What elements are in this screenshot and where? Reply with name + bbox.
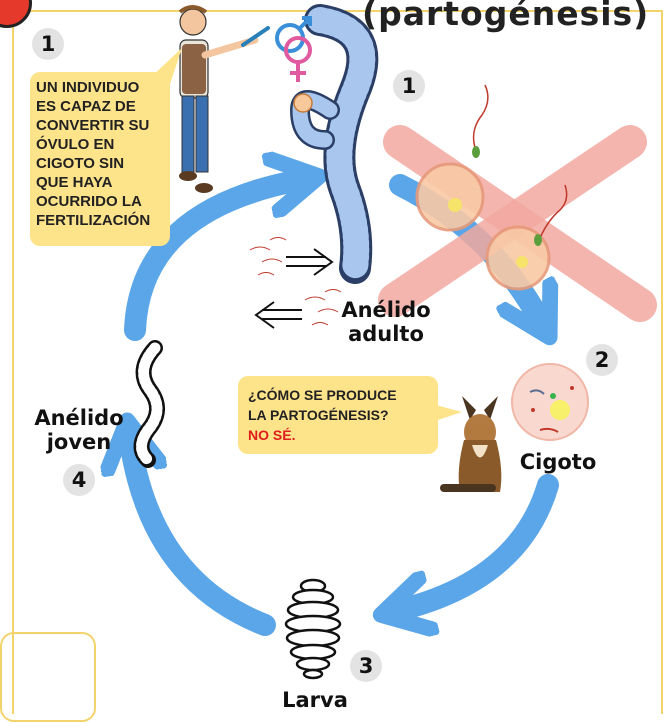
bubble-line: FERTILIZACIÓN [36,212,151,229]
dog-bubble-line-2: LA PARTOGÉNESIS? [248,407,389,423]
step-number-2: 2 [586,344,618,376]
sperm-group-left [249,237,287,276]
arrow-zygote-to-larva [400,474,559,610]
label-young-line1: Anélido [34,406,124,430]
arrow-larva-to-young [130,440,276,636]
frame-left-line [12,10,14,714]
young-annelid-illustration [133,340,165,468]
dog-illustration [440,396,502,492]
frame-right-line [661,10,663,714]
label-young-line2: joven [46,430,112,454]
larva-illustration [284,578,342,680]
bubble-line: CONVERTIR SU [36,117,150,134]
page-title: (partogénesis) [362,0,650,33]
arrow-young-to-adult [124,180,300,341]
bubble-line: QUE HAYA [36,174,113,191]
step-number-top-left: 1 [32,28,64,60]
adult-annelid-illustration [289,4,379,284]
label-adult-line2: adulto [348,322,424,346]
bubble-line: UN INDIVIDUO [36,79,140,96]
bubble-line: ES CAPAZ DE [36,98,136,115]
zygote-illustration [511,363,589,441]
dog-bubble-line-3: NO SÉ. [248,427,296,443]
speech-bubble-dog: ¿CÓMO SE PRODUCE LA PARTOGÉNESIS? NO SÉ. [238,376,438,454]
bubble-line: OCURRIDO LA [36,193,142,210]
speech-bubble-parthenogenesis: UN INDIVIDUO ES CAPAZ DE CONVERTIR SU ÓV… [30,72,170,246]
label-adult-annelid: Anélido adulto [336,298,436,346]
label-larva: Larva [282,688,348,712]
bubble-line: ÓVULO EN [36,136,115,153]
outline-arrow-left [254,301,302,329]
label-zygote: Cigoto [519,450,597,474]
person-illustration [178,5,270,193]
step-number-1: 1 [393,70,425,102]
step-number-4: 4 [63,464,95,496]
male-female-symbol [275,16,312,82]
label-young-annelid: Anélido joven [24,406,134,454]
bubble-line: CIGOTO SIN [36,155,125,172]
dog-bubble-line-1: ¿CÓMO SE PRODUCE [248,387,397,403]
step-number-3: 3 [350,650,382,682]
outline-arrow-right [286,248,334,276]
label-adult-line1: Anélido [341,298,431,322]
crossed-out-fertilization [378,84,657,322]
sperm-group-right [304,289,342,326]
